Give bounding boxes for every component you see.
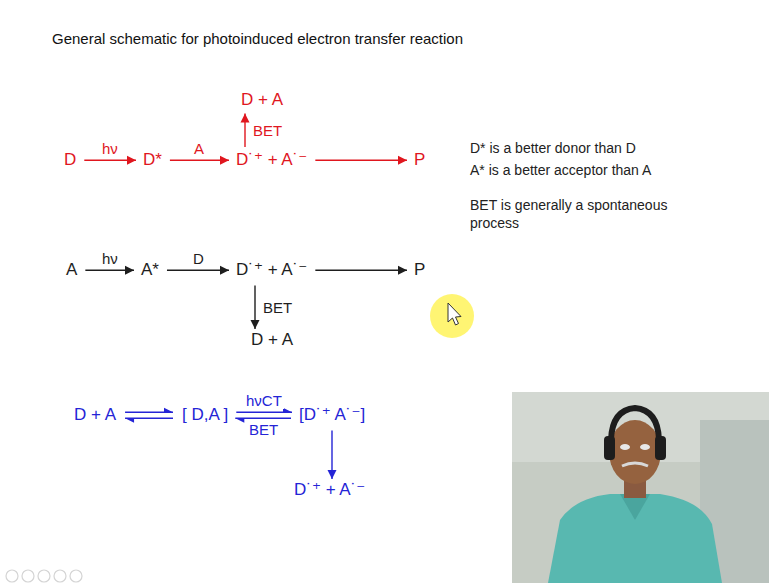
chemical-species: [D˙⁺ A˙⁻] <box>296 403 368 427</box>
species-text: D <box>64 150 76 169</box>
chemical-species: D + A <box>248 328 296 352</box>
species-text: D + A <box>74 405 116 424</box>
reaction-arrow <box>125 408 173 423</box>
chemical-species: P <box>411 148 428 172</box>
species-text: D + A <box>241 90 283 109</box>
reaction-arrow <box>251 285 260 329</box>
arrow-label: BET <box>247 421 280 438</box>
chemical-species: D + A <box>71 403 119 427</box>
species-text: [ D,A ] <box>182 405 228 424</box>
species-text: A* <box>141 260 159 279</box>
chemical-species: D˙⁺ + A˙⁻ <box>233 148 310 172</box>
arrow-label: BET <box>251 122 284 139</box>
species-text: D˙⁺ + A˙⁻ <box>236 150 307 169</box>
chemical-species: P <box>411 258 428 282</box>
chemical-species: D˙⁺ + A˙⁻ <box>233 258 310 282</box>
arrow-label: BET <box>261 299 294 316</box>
chemical-species: [ D,A ] <box>179 403 231 427</box>
chemical-species: A <box>63 258 80 282</box>
arrow-label: A <box>192 140 206 157</box>
arrow-label: hνCT <box>244 392 284 409</box>
species-text: D˙⁺ + A˙⁻ <box>236 260 307 279</box>
chemical-species: D* <box>140 148 165 172</box>
chemical-species: D <box>61 148 79 172</box>
side-note: D* is a better donor than D <box>470 139 730 157</box>
chemical-species: D + A <box>238 88 286 112</box>
player-controls <box>6 570 82 582</box>
species-text: P <box>414 260 425 279</box>
species-text: P <box>414 150 425 169</box>
arrow-label: hν <box>100 140 120 157</box>
species-text: D + A <box>251 330 293 349</box>
slide-title: General schematic for photoinduced elect… <box>52 30 463 47</box>
reaction-arrow <box>241 113 250 147</box>
video-inset <box>512 392 769 583</box>
arrow-label: D <box>191 250 206 267</box>
reaction-arrow <box>315 266 407 275</box>
species-text: A <box>66 260 77 279</box>
species-text: D˙⁺ + A˙⁻ <box>294 480 365 499</box>
side-note: A* is a better acceptor than A <box>470 161 730 179</box>
reaction-arrow <box>328 430 337 479</box>
arrow-label: hν <box>100 250 120 267</box>
chemical-species: D˙⁺ + A˙⁻ <box>291 478 368 502</box>
chemical-species: A* <box>138 258 162 282</box>
species-text: D* <box>143 150 162 169</box>
cursor-highlight <box>430 294 474 338</box>
species-text: [D˙⁺ A˙⁻] <box>299 405 365 424</box>
side-note: BET is generally a spontaneous process <box>470 196 692 232</box>
reaction-arrow <box>315 156 407 165</box>
